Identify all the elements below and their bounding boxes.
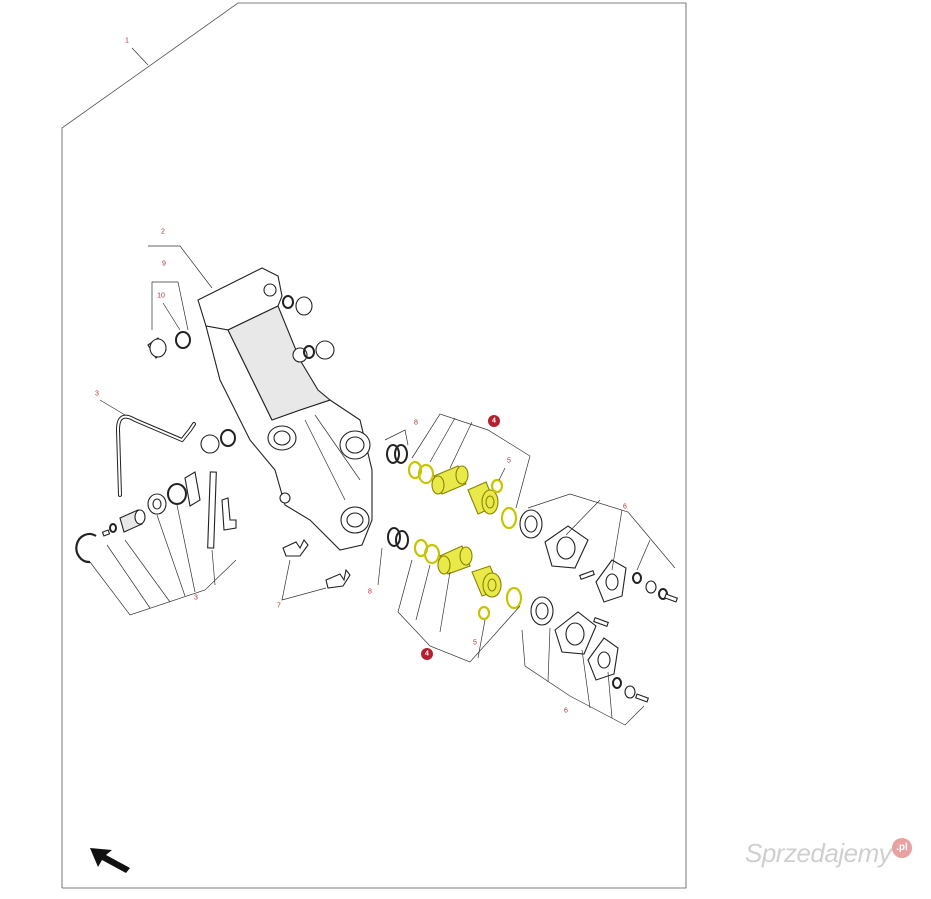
ring-part <box>167 483 187 505</box>
lever-rod-part-3 <box>115 414 196 497</box>
callout-8-upper: 8 <box>414 420 418 427</box>
shaft-part <box>119 509 146 533</box>
watermark-text: Sprzedajemy <box>745 838 892 868</box>
callout-4-upper: 4 <box>492 418 496 425</box>
callout-1: 1 <box>125 38 129 45</box>
callout-2: 2 <box>161 229 165 236</box>
upper-seal-rings-part-8 <box>386 444 408 464</box>
page-frame <box>61 2 687 889</box>
main-housing <box>197 267 373 551</box>
callout-3-top: 3 <box>95 391 99 398</box>
lower-flange-parts <box>530 596 650 703</box>
lower-coupler-body-part-4 <box>437 545 523 621</box>
callout-4-upper-badge <box>488 415 500 427</box>
upper-flange-parts <box>519 509 679 603</box>
callout-6-upper-leader <box>527 493 676 571</box>
callout-10: 10 <box>157 293 165 300</box>
elbow-fitting-lower <box>325 568 351 589</box>
callout-4-lower-leader <box>397 559 521 663</box>
arrow-up-left-icon <box>90 848 130 873</box>
callout-5-upper: 5 <box>507 458 511 465</box>
plug-part-9 <box>147 337 167 359</box>
callout-2-leader <box>148 245 213 289</box>
upper-yellow-rings <box>407 460 435 485</box>
callout-3-leader <box>89 504 237 616</box>
bracket-part <box>221 497 237 531</box>
callout-9-leader <box>151 281 189 331</box>
rod-part <box>207 471 217 549</box>
callout-6-lower-leader <box>521 627 645 726</box>
lower-seal-rings-part-8 <box>387 527 409 550</box>
callout-5-lower: 5 <box>473 640 477 647</box>
callout-4-upper-leader <box>411 413 531 509</box>
elbow-fitting-upper <box>282 538 309 557</box>
callout-3-bottom: 3 <box>194 595 198 602</box>
callout-8-lower-leader <box>377 547 383 586</box>
callout-4-lower: 4 <box>425 651 429 658</box>
callout-8-upper-leader <box>384 429 409 446</box>
callout-7-leader <box>281 559 327 601</box>
housing-plugs <box>200 295 335 454</box>
callout-6-upper: 6 <box>623 504 627 511</box>
lower-yellow-rings <box>413 538 441 565</box>
o-ring-part-10 <box>175 331 191 349</box>
upper-coupler-body-part-4 <box>431 465 518 530</box>
washer-part <box>147 493 167 515</box>
callout-9: 9 <box>162 261 166 268</box>
callout-1-leader <box>131 47 149 66</box>
callout-7: 7 <box>277 603 281 610</box>
callout-8-lower: 8 <box>368 589 372 596</box>
callout-4-lower-badge <box>421 648 433 660</box>
pin-part <box>101 523 117 537</box>
circlip-part <box>75 532 97 564</box>
watermark-badge: .pl <box>892 838 912 858</box>
lever-part <box>184 471 201 507</box>
callout-6-lower: 6 <box>564 708 568 715</box>
